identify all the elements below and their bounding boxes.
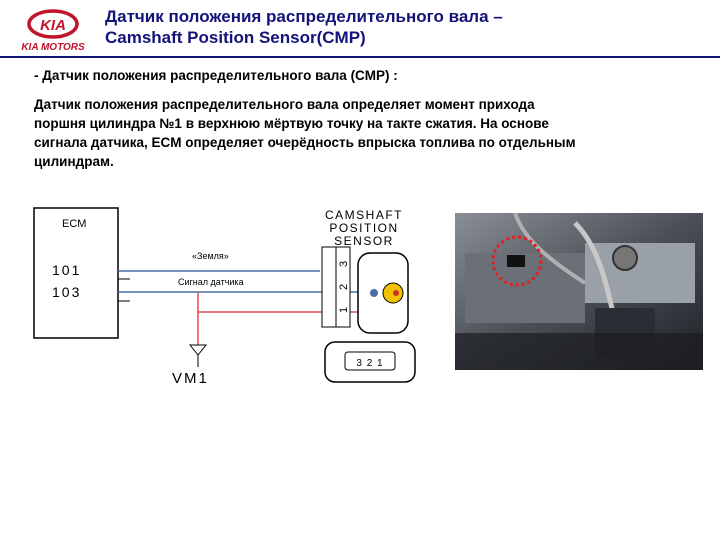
logo-text: KIA <box>40 17 66 34</box>
signal-label: Сигнал датчика <box>178 277 244 287</box>
cmp-sensor-photo <box>507 255 525 267</box>
description-line: цилиндрам. <box>34 154 114 169</box>
engine-photo <box>455 213 703 370</box>
title-line-ru: Датчик положения распределительного вала… <box>105 7 503 26</box>
sensor-terminal-icon <box>370 289 378 297</box>
supply-label: VM1 <box>172 370 209 387</box>
kia-logo: KIA KIA MOTORS <box>21 9 85 53</box>
brand-name: KIA MOTORS <box>21 42 85 53</box>
section-subtitle: - Датчик положения распределительного ва… <box>34 68 398 83</box>
connector-socket <box>344 351 396 371</box>
connector-face-pins: 3 2 1 <box>356 358 383 369</box>
wiring-diagram: ECM 101 103 «Земля» Сигнал датчика VM1 C… <box>33 207 416 387</box>
ground-label: «Земля» <box>192 251 229 261</box>
sensor-label-line: CAMSHAFT <box>325 208 403 222</box>
connector-pin-3: 3 <box>338 261 350 267</box>
ecm-pin-terminals <box>117 263 130 302</box>
pulley-shape <box>612 245 638 271</box>
photo-shadow <box>455 333 703 370</box>
ecm-label: ECM <box>62 218 86 230</box>
pin-label-101: 101 <box>52 262 81 278</box>
supply-arrow-icon <box>188 344 208 356</box>
connector-pin-2: 2 <box>338 284 350 290</box>
pin-label-103: 103 <box>52 284 81 300</box>
description-line: Датчик положения распределительного вала… <box>34 97 535 112</box>
highlight-circle-icon <box>491 235 543 287</box>
sensor-magnet-icon <box>393 290 399 296</box>
sensor-label-line: SENSOR <box>334 234 394 248</box>
sensor-label-line: POSITION <box>329 221 398 235</box>
ecm-box <box>33 207 119 339</box>
fuel-pipe-shape <box>573 221 618 324</box>
title-line-en: Camshaft Position Sensor(CMP) <box>105 28 366 47</box>
page-title: Датчик положения распределительного вала… <box>105 6 503 48</box>
pipe-shape <box>513 213 587 285</box>
description: Датчик положения распределительного вала… <box>34 95 704 171</box>
description-line: поршня цилиндра №1 в верхнюю мёртвую точ… <box>34 116 549 131</box>
description-line: сигнала датчика, ECM определяет очерёдно… <box>34 135 576 150</box>
title-divider <box>0 56 720 58</box>
connector-pin-1: 1 <box>338 307 350 313</box>
